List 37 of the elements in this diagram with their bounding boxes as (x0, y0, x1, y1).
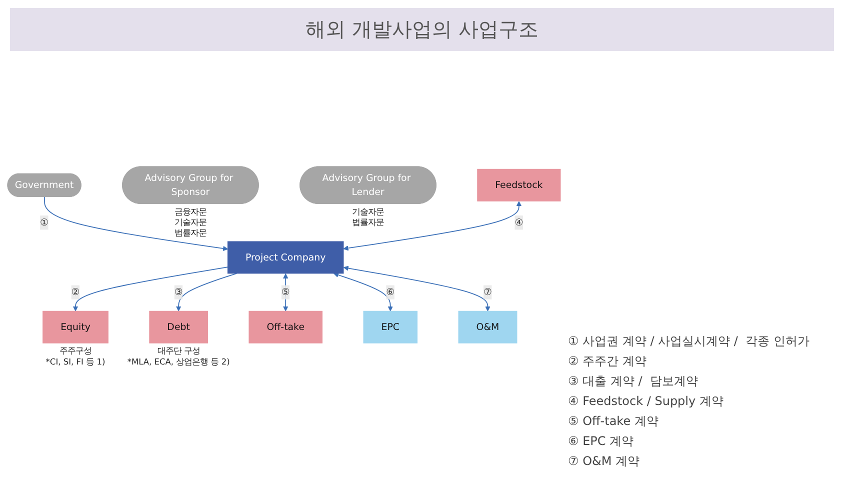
edge-label: ⑦ (484, 286, 492, 298)
node-note: 대주단 구성 (157, 345, 200, 356)
title-banner: 해외 개발사업의 사업구조 (10, 8, 834, 51)
note-text: ② 주주간 계약 (568, 353, 648, 370)
arrow (44, 196, 228, 251)
edge-label: ③ (174, 286, 183, 298)
note-text: ① 사업권 계약 / 사업실시계약 / 각종 인허가 (568, 333, 810, 350)
node-box: Off-take (248, 310, 322, 343)
node-note: 기술자문 (174, 216, 206, 227)
edge-label: ① (40, 216, 49, 228)
arrow (334, 272, 393, 311)
node-box: Project Company (227, 240, 344, 274)
node-box: Debt (149, 310, 208, 343)
note-text: ⑥ EPC 계약 (568, 433, 635, 450)
note-text: ④ Feedstock / Supply 계약 (568, 393, 724, 410)
node-box: Equity (42, 310, 108, 343)
node-note: 금융자문 (174, 206, 206, 216)
node-note: 법률자문 (352, 216, 384, 227)
arrow (72, 266, 228, 311)
edge-label: ⑤ (281, 286, 290, 298)
node-note: 법률자문 (174, 227, 206, 238)
note-text: ⑤ Off-take 계약 (568, 413, 660, 430)
node-box: Feedstock (477, 168, 561, 201)
node-note: 기술자문 (352, 206, 384, 216)
node-box: O&M (458, 310, 518, 343)
arrow (176, 272, 238, 311)
arrow (343, 265, 490, 311)
node-box: EPC (363, 310, 418, 343)
edge-label: ⑥ (386, 286, 395, 298)
arrow (343, 200, 522, 250)
node-note: 주주구성 (60, 345, 92, 356)
edge-label: ④ (514, 216, 524, 228)
node-note: *CI, SI, FI 등 1) (46, 356, 106, 366)
note-text: ⑦ O&M 계약 (568, 453, 641, 470)
note-text: ③ 대출 계약 / 담보계약 (568, 373, 699, 390)
edge-label: ② (71, 286, 80, 298)
node-note: *MLA, ECA, 상업은행 등 2) (127, 356, 230, 366)
